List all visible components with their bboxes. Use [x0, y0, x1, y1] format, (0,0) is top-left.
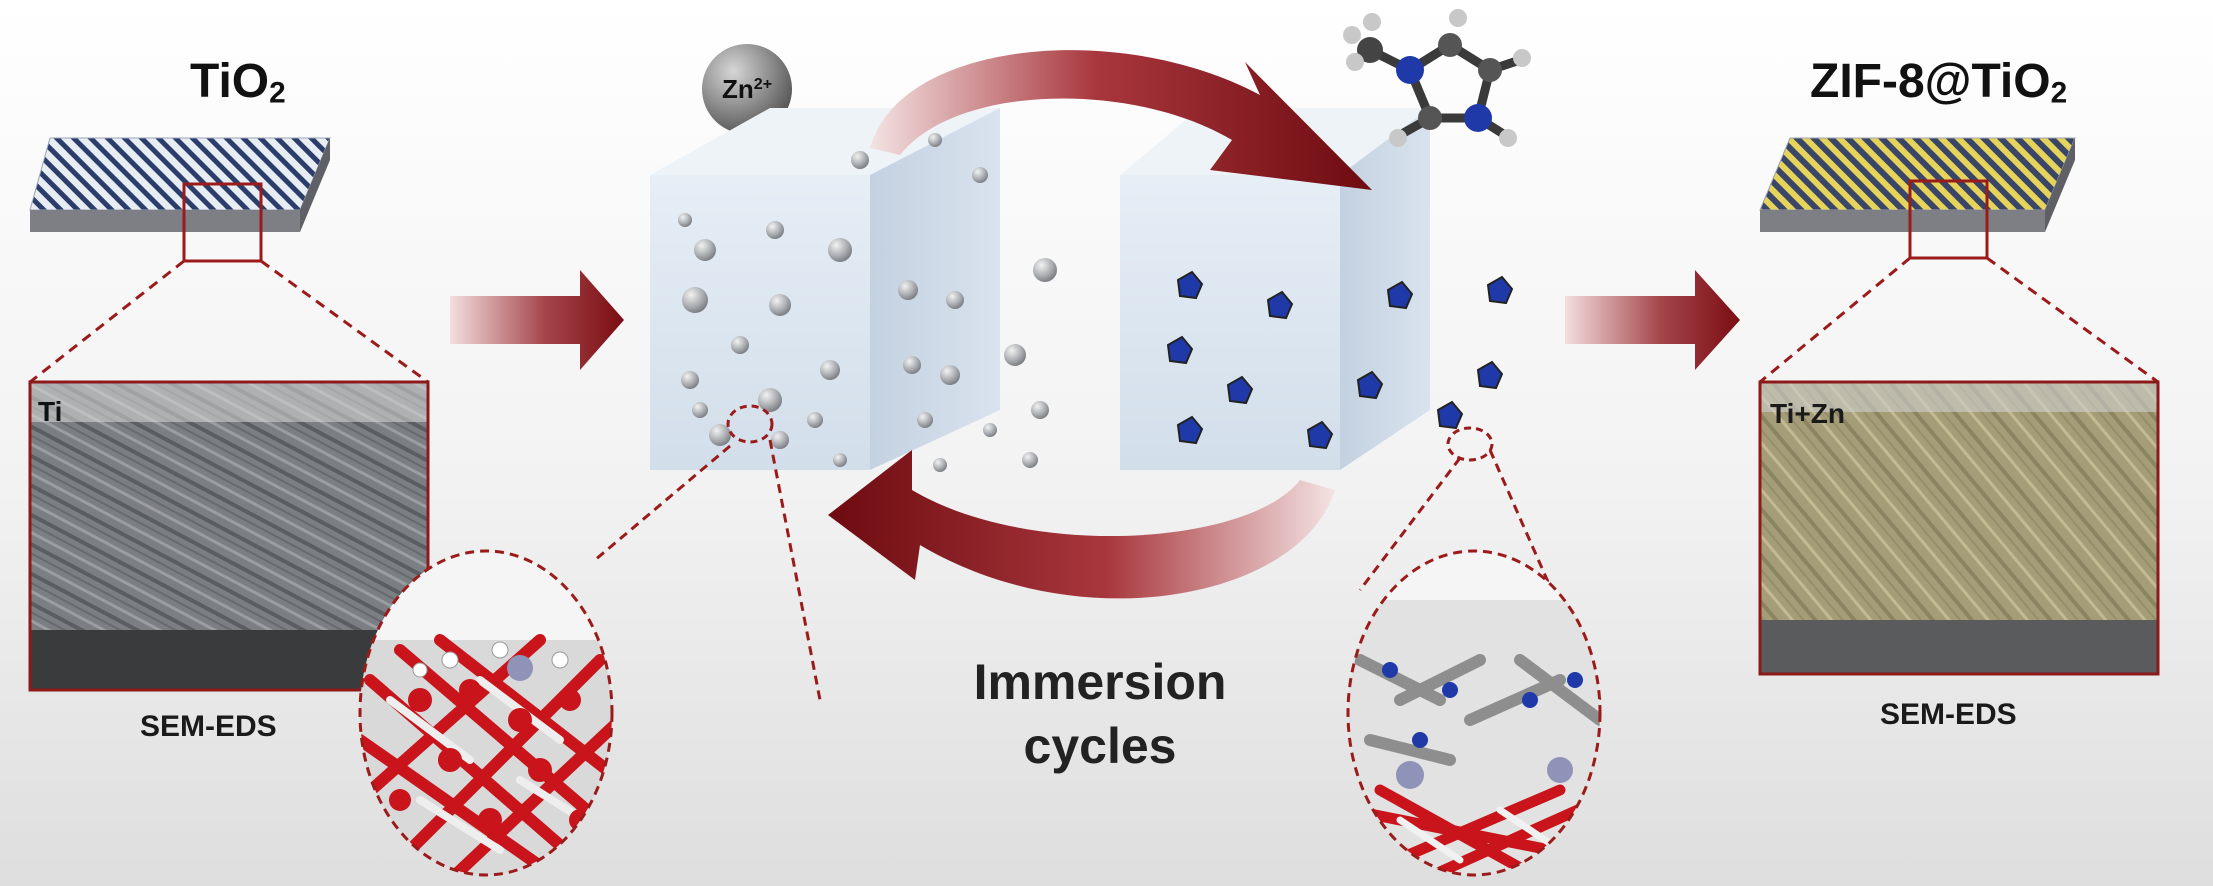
- left-sem-tag: Ti: [38, 396, 63, 427]
- right-sem-tag: Ti+Zn: [1770, 398, 1845, 429]
- immersion-cycles-label: Immersion cycles: [930, 650, 1270, 778]
- tio2-slab: [29, 137, 331, 263]
- cycle-arrow-top: [870, 50, 1372, 190]
- left-title: TiO2: [190, 58, 286, 108]
- right-title: ZIF-8@TiO2: [1810, 58, 2067, 108]
- zn-ion-charge: 2+: [753, 75, 773, 94]
- immersion-cycles-line1: Immersion: [973, 654, 1227, 710]
- left-title-main: TiO: [190, 55, 270, 108]
- zif8-tio2-slab: [1759, 137, 2076, 260]
- left-title-subscript: 2: [269, 76, 286, 110]
- imidazole-molecules-in-solution: [1166, 270, 1514, 450]
- left-sem-caption: SEM-EDS: [140, 710, 277, 743]
- arrow-right-2: [1565, 270, 1740, 370]
- zn-ion-main: Zn: [722, 74, 754, 104]
- right-sem-image: [1758, 380, 2160, 676]
- arrow-right-1: [450, 270, 624, 370]
- right-zoom-lines: [1759, 256, 2159, 384]
- zn-ion-label: Zn2+: [722, 76, 772, 102]
- right-title-main: ZIF-8@TiO: [1810, 55, 2051, 108]
- zif8-molecular-model-icon: [1346, 449, 1602, 877]
- cycle-arrow-bottom: [828, 450, 1335, 599]
- imidazole-molecule-icon: [1343, 9, 1531, 147]
- left-zoom-lines: [29, 259, 429, 384]
- right-sem-caption: SEM-EDS: [1880, 698, 2017, 731]
- zn-solution-cube: [650, 108, 1057, 472]
- right-title-subscript: 2: [2050, 76, 2068, 110]
- immersion-cycles-line2: cycles: [1023, 718, 1177, 774]
- left-sem-image: [28, 380, 430, 692]
